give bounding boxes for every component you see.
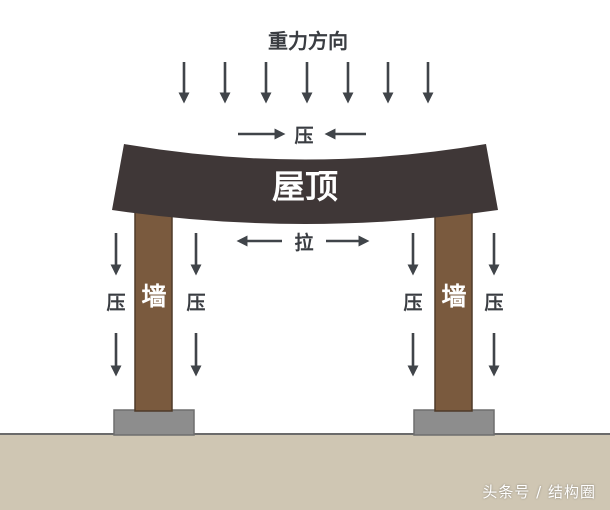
right-wall-inner-compression-label: 压 (403, 292, 422, 314)
right-wall-compression-arrows (407, 233, 500, 377)
roof-compression-label: 压 (294, 125, 313, 147)
left-wall-label: 墙 (141, 282, 166, 311)
left-foundation (113, 409, 195, 436)
right-wall-outer-compression-label: 压 (484, 292, 503, 314)
left-wall-inner-compression-label: 压 (186, 292, 205, 314)
gravity-arrows (178, 62, 434, 104)
gravity-direction-title: 重力方向 (268, 29, 348, 53)
left-wall-outer-compression-label: 压 (106, 292, 125, 314)
watermark: 头条号 / 结构圈 (482, 483, 596, 501)
right-wall (434, 204, 473, 412)
roof (112, 144, 498, 224)
right-wall-label: 墙 (441, 282, 466, 311)
ground (0, 434, 610, 510)
roof-label: 屋顶 (272, 167, 338, 206)
left-wall-compression-arrows (110, 233, 202, 377)
left-wall (134, 204, 173, 412)
tension-label: 拉 (294, 231, 313, 254)
right-foundation (413, 409, 495, 436)
